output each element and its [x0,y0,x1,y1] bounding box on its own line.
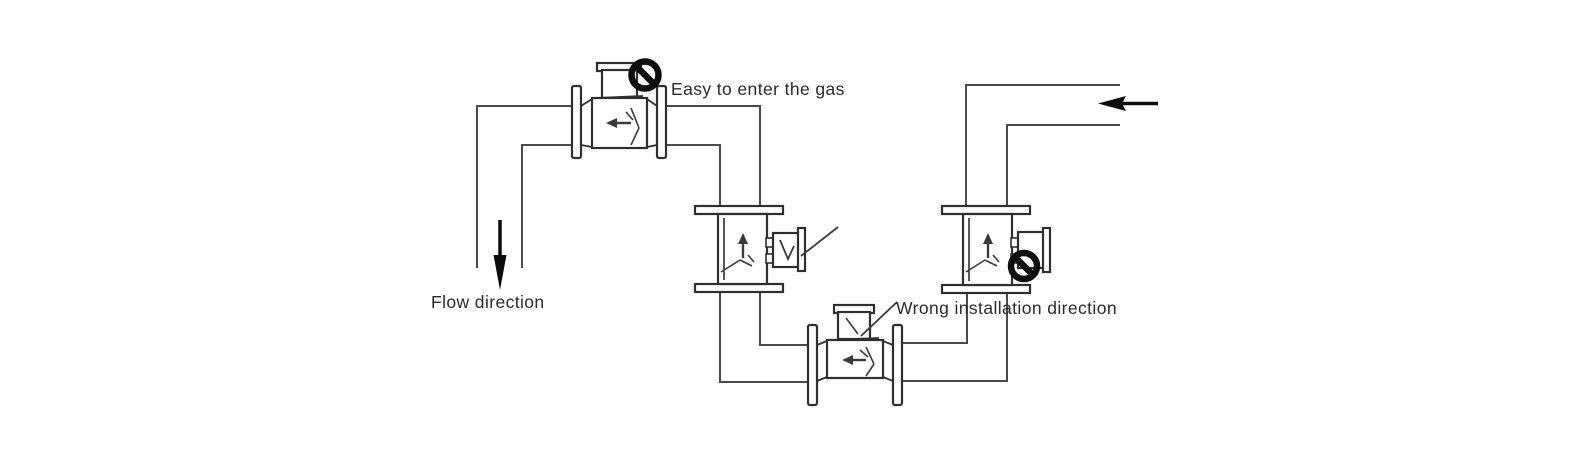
flow-arrows [493,96,1158,290]
pipe-outlet-outer [476,105,572,268]
prohibition-icon [628,58,662,92]
pipe-top-right-outer [667,105,761,206]
pipe-bottom-right-outer [902,293,1008,382]
flange-left [570,84,583,160]
label-flow-direction: Flow direction [431,292,545,312]
flange-right [891,323,904,407]
transmitter-box [771,231,801,269]
leader-line-middle-meter [800,226,839,257]
pipe-network [476,84,1120,383]
meter-flow-arrow-up-icon [983,233,993,258]
leader-line-wrong-label [860,301,898,337]
reducer-lines [816,337,894,382]
transmitter-cap [796,226,807,273]
pipe-bottom-right-inner [902,293,968,344]
flange-top [693,204,785,216]
transmitter-box [836,310,872,341]
mechanism-lines [859,346,875,377]
pipe-outlet-inner [521,144,572,268]
pipe-mid-down-inner [759,292,808,346]
flange-left [806,323,819,407]
meter-flow-arrow-up-icon [738,233,748,258]
pipe-top-right-inner [667,144,721,206]
transmitter-needle [779,239,795,262]
transmitter-needle [845,317,859,335]
mechanism-lines [720,254,755,273]
flow-arrow-left-icon [1098,96,1158,111]
meter-upper-left [570,58,668,160]
label-easy-to-enter-gas: Easy to enter the gas [671,79,845,99]
meter-bottom-center [806,303,904,407]
prohibition-icon [1007,249,1041,283]
reducer-lines [580,95,658,148]
meter-flow-arrow-left-icon [842,355,866,365]
pipe-inlet-outer [965,84,1120,206]
mechanism-lines [965,254,1000,273]
flange-right [655,84,668,160]
meter-middle-vertical [693,204,807,294]
pipe-inlet-inner [1006,124,1120,206]
flow-arrow-down-icon [493,220,507,290]
flange-bottom [940,283,1032,295]
pipe-mid-down-outer [719,292,808,383]
flange-bottom [693,282,785,294]
meter-flow-arrow-left-icon [606,118,631,128]
mechanism-lines [625,107,640,146]
transmitter-cap [1041,226,1052,274]
flange-top [940,204,1032,216]
meter-right-vertical [940,204,1052,295]
label-wrong-installation-direction: Wrong installation direction [896,298,1117,318]
